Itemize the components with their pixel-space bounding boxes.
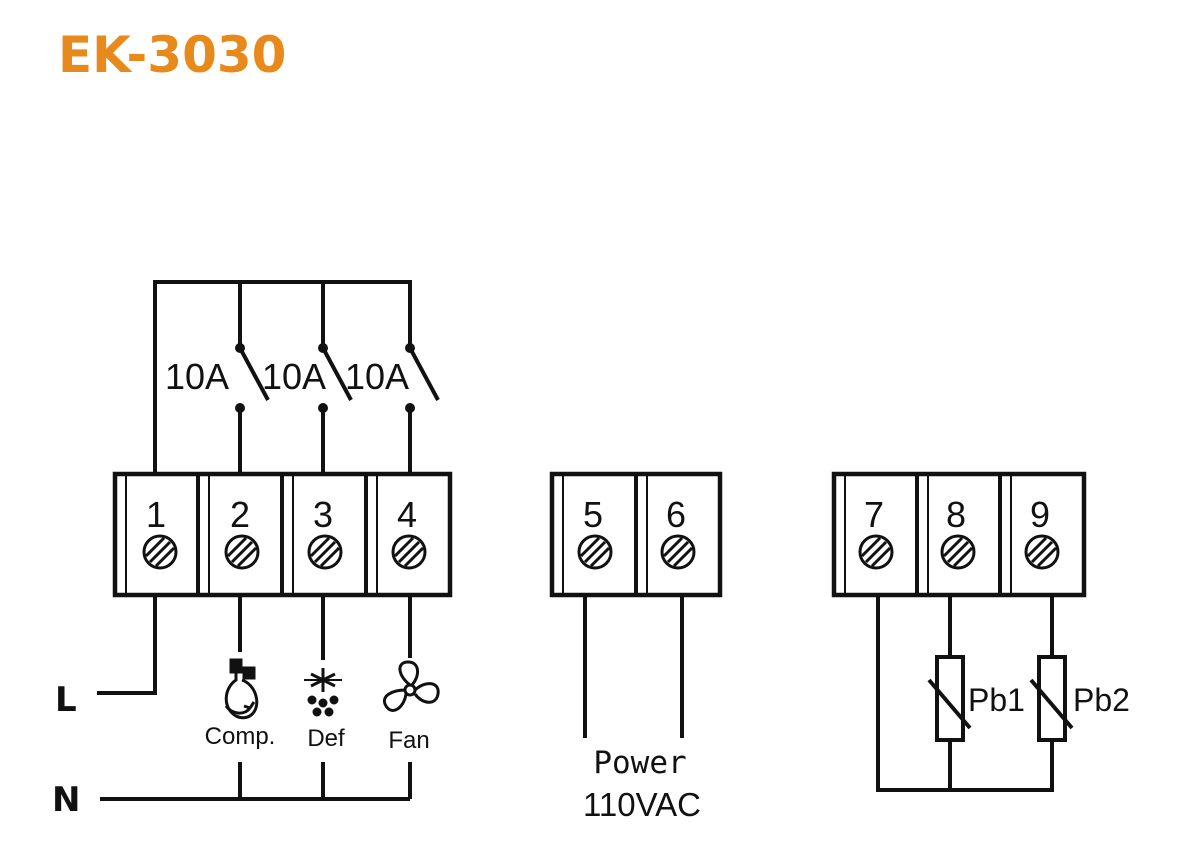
terminal-number-3: 3: [313, 494, 333, 535]
terminal-block-5-6: [549, 471, 723, 598]
power-label: Power: [593, 745, 686, 781]
relay-1-switch: [238, 347, 270, 401]
relay-3-switch: [408, 347, 440, 401]
terminal-number-2: 2: [230, 494, 250, 535]
terminal-number-7: 7: [864, 494, 884, 535]
screw-icon: [858, 534, 894, 570]
screw-icon: [577, 534, 613, 570]
relay-rating-fan: 10A: [345, 356, 409, 397]
def-label: Def: [307, 725, 345, 752]
relay-contacts: [235, 343, 415, 413]
screw-icon: [142, 534, 178, 570]
terminal-number-5: 5: [583, 494, 603, 535]
defrost-icon: [304, 668, 342, 717]
diagram-title: EK-3030: [58, 26, 287, 84]
terminal-block-7-9: [831, 471, 1087, 598]
common-bus-wire: [153, 280, 412, 474]
comp-label: Comp.: [205, 723, 276, 750]
screw-icon: [307, 534, 343, 570]
terminal-number-4: 4: [397, 494, 417, 535]
compressor-icon: [224, 658, 259, 720]
screw-icon: [1024, 534, 1060, 570]
fan-icon: [383, 660, 440, 712]
terminal-number-1: 1: [146, 494, 166, 535]
terminal-number-6: 6: [666, 494, 686, 535]
terminal-screws: [142, 534, 1060, 570]
relay-2-switch: [321, 347, 353, 401]
probe-1-label: Pb1: [968, 682, 1025, 718]
screw-icon: [660, 534, 696, 570]
relay-rating-def: 10A: [262, 356, 326, 397]
live-label: L: [55, 680, 77, 720]
fan-label: Fan: [388, 727, 429, 754]
terminal-number-8: 8: [946, 494, 966, 535]
power-voltage-label: 110VAC: [583, 786, 701, 823]
relay-rating-comp: 10A: [165, 356, 229, 397]
probe-common-wire: [876, 595, 1054, 792]
live-wire: [97, 595, 157, 695]
probe-2-thermistor-icon: [1029, 655, 1074, 742]
neutral-wire: [100, 762, 412, 801]
screw-icon: [391, 534, 427, 570]
terminal-number-9: 9: [1030, 494, 1050, 535]
screw-icon: [940, 534, 976, 570]
screw-icon: [224, 534, 260, 570]
probe-2-label: Pb2: [1073, 682, 1130, 718]
neutral-label: N: [52, 780, 80, 820]
probe-1-thermistor-icon: [927, 655, 972, 742]
terminal-block-1-4: [112, 471, 453, 598]
